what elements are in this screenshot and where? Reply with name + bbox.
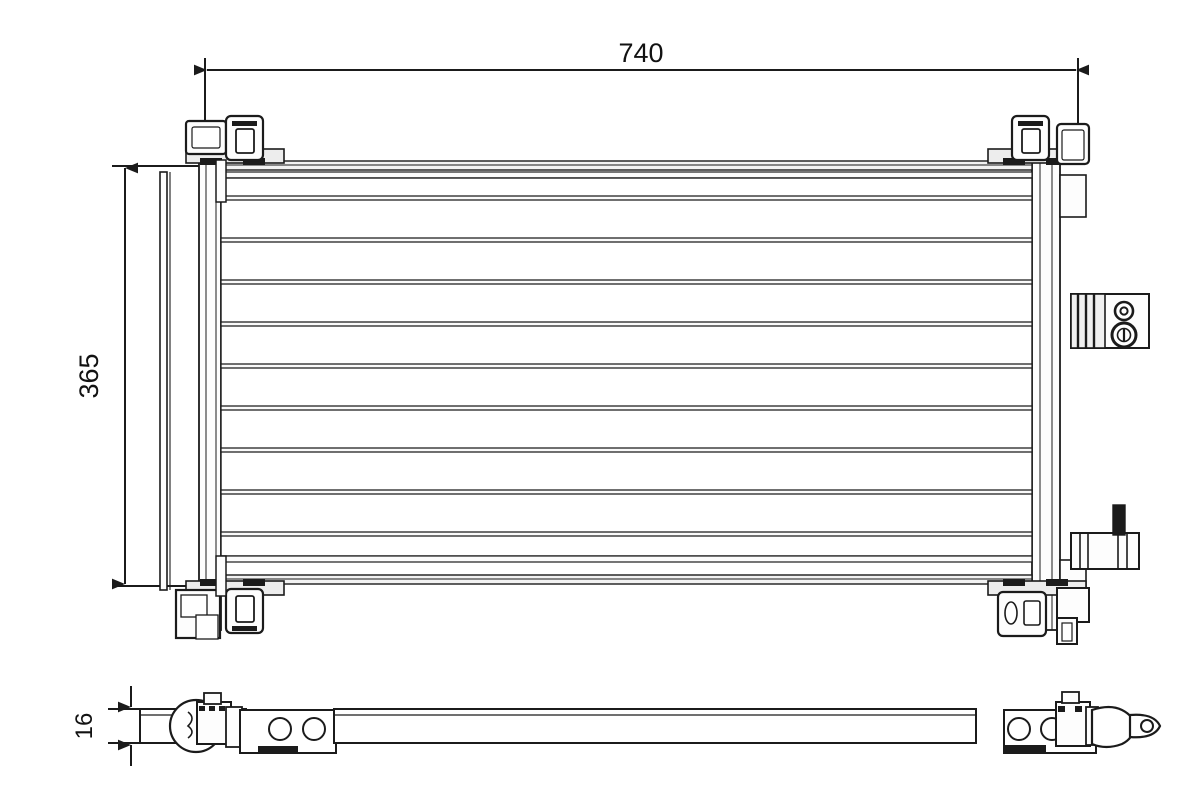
dimension-thickness-label: 16 (71, 713, 98, 740)
core-top-rail (220, 160, 1033, 179)
right-header-tank (1031, 159, 1087, 631)
mount-hole-icon (1007, 717, 1031, 741)
bracket-bottom-left (174, 555, 285, 640)
tube-divider (220, 489, 1033, 495)
right-lug (1128, 713, 1162, 739)
lug-hole-icon (1140, 719, 1154, 733)
tube-divider (220, 447, 1033, 453)
tube-divider (220, 195, 1033, 201)
tube-divider (220, 531, 1033, 537)
tube-divider (220, 321, 1033, 327)
dimension-height-365: 365 (74, 162, 205, 590)
front-view (159, 114, 1150, 645)
bracket-bottom-right (987, 579, 1090, 645)
bracket-top-right (987, 114, 1091, 166)
dimension-width-label: 740 (618, 38, 663, 68)
mount-hole-icon (302, 717, 326, 741)
dimension-width-740: 740 (194, 38, 1089, 128)
left-connector-stack (196, 692, 243, 748)
port-block-upper-right (1070, 293, 1150, 349)
tube-divider (220, 405, 1033, 411)
port-fitting-small-icon (1113, 300, 1135, 322)
port-block-lower-right (1070, 504, 1140, 570)
core-bar (333, 708, 977, 744)
dimension-height-label: 365 (74, 353, 104, 398)
top-view (139, 691, 1162, 754)
fitting-pin-icon (1112, 504, 1126, 536)
tube-divider (220, 279, 1033, 285)
port-fitting-large-icon (1110, 321, 1138, 349)
left-mount-plate (239, 709, 337, 754)
bracket-top-left (184, 114, 285, 203)
right-end-tank (1090, 705, 1136, 749)
core-block (220, 177, 1033, 557)
tube-divider (220, 363, 1033, 369)
tube-divider (220, 237, 1033, 243)
mount-hole-icon (268, 717, 292, 741)
